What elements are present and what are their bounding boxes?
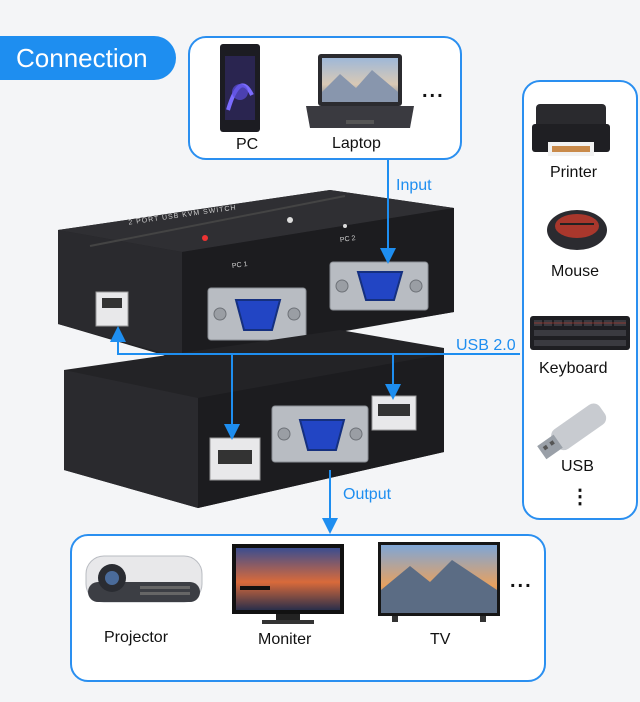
usb-port-upper: [95, 291, 129, 327]
tv-icon: [378, 542, 500, 622]
tv-label: TV: [430, 631, 451, 648]
input-flow-label: Input: [396, 177, 432, 194]
output-flow-label: Output: [343, 486, 392, 503]
vga-port-output: [271, 405, 369, 463]
keyboard-icon: [530, 316, 630, 350]
projector-label: Projector: [104, 629, 169, 646]
mouse-icon: [547, 210, 607, 250]
laptop-label: Laptop: [332, 135, 381, 152]
printer-icon: [532, 104, 610, 156]
usb-drive-icon: [537, 403, 607, 460]
usb-port-lower-1: [209, 437, 261, 481]
usb-port-lower-2: [371, 395, 417, 431]
pc-tower-icon: [220, 44, 260, 132]
vga-port-input-2: [329, 261, 429, 311]
mouse-label: Mouse: [551, 263, 600, 280]
input-more-indicator: ...: [422, 80, 445, 102]
connection-lines: [110, 160, 520, 534]
peripherals-more-indicator: ⋮: [570, 486, 592, 508]
laptop-icon: [306, 54, 414, 128]
section-title-badge: Connection: [0, 36, 176, 80]
usb-flow-label: USB 2.0: [456, 337, 516, 354]
projector-icon: [85, 555, 203, 603]
pc-label: PC: [236, 136, 259, 153]
keyboard-label: Keyboard: [539, 360, 608, 377]
printer-label: Printer: [550, 164, 598, 181]
usb-label: USB: [561, 458, 594, 475]
output-more-indicator: ...: [510, 570, 533, 592]
vga-port-input-1: [207, 287, 307, 341]
monitor-icon: [232, 544, 344, 624]
monitor-label: Moniter: [258, 631, 312, 648]
